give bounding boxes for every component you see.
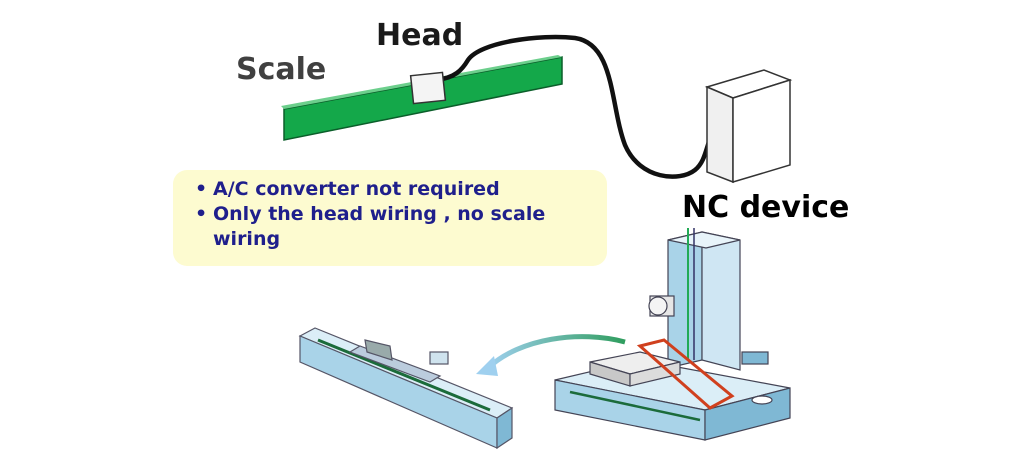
- linear-scale-detail: [298, 327, 514, 450]
- zoom-arrow: [476, 334, 626, 376]
- head-cable: [433, 34, 725, 179]
- scale-head: [409, 71, 447, 105]
- notes-list: A/C converter not required Only the head…: [173, 170, 607, 252]
- nc-device-label: NC device: [682, 190, 850, 225]
- note-item: Only the head wiring , no scale wiring: [193, 202, 583, 252]
- note-item: A/C converter not required: [193, 177, 583, 202]
- notes-callout: A/C converter not required Only the head…: [173, 170, 607, 266]
- nc-device-box: [704, 69, 793, 184]
- scale-label: Scale: [236, 52, 327, 87]
- scale-highlight-frame: [636, 338, 735, 410]
- head-label: Head: [376, 18, 464, 53]
